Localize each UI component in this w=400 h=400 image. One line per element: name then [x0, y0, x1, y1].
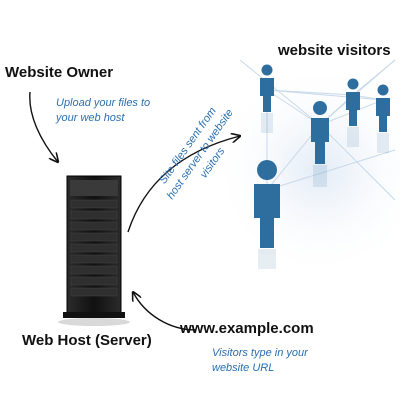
- visitors-type-note-line: website URL: [212, 362, 275, 374]
- person-icon: [376, 84, 390, 132]
- website-visitors-label: website visitors: [278, 42, 391, 59]
- web-host-label: Web Host (Server): [22, 332, 152, 349]
- upload-note-line: Upload your files to: [56, 97, 151, 109]
- arrow-url-request: [133, 292, 197, 331]
- url-label: www.example.com: [180, 320, 314, 337]
- person-icon: [260, 64, 274, 112]
- person-icon: [311, 101, 329, 164]
- upload-note: Upload your files to your web host: [56, 96, 150, 126]
- visitors-type-note-line: Visitors type in your: [212, 347, 308, 359]
- arrow-upload: [29, 91, 58, 162]
- visitors-type-note: Visitors type in your website URL: [212, 346, 308, 376]
- person-icon: [254, 160, 280, 248]
- person-icon: [346, 78, 360, 126]
- upload-note-line: your web host: [56, 112, 125, 124]
- person-reflections: [258, 113, 389, 269]
- website-owner-label: Website Owner: [5, 64, 114, 81]
- server-tower-icon: [58, 175, 130, 326]
- arrow-site-files: [127, 136, 240, 233]
